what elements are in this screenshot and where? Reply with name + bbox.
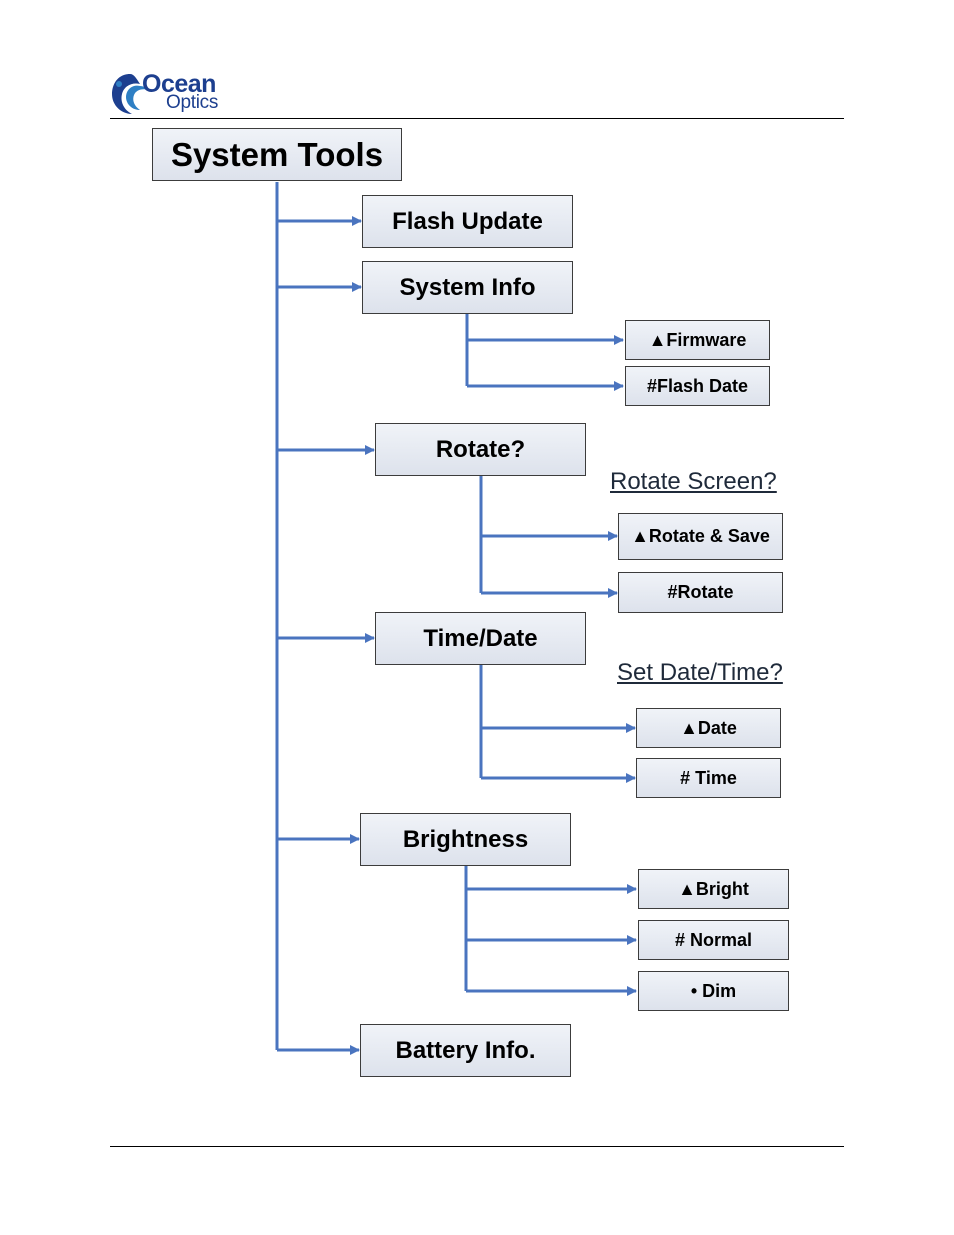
node-normal: # Normal xyxy=(638,920,789,960)
node-dim: • Dim xyxy=(638,971,789,1011)
node-time-date: Time/Date xyxy=(375,612,586,665)
node-battery-info: Battery Info. xyxy=(360,1024,571,1077)
node-rotate-save: ▲Rotate & Save xyxy=(618,513,783,560)
node-system-info: System Info xyxy=(362,261,573,314)
footer-rule xyxy=(110,1146,844,1147)
node-flash-update: Flash Update xyxy=(362,195,573,248)
node-brightness: Brightness xyxy=(360,813,571,866)
caption-set-date-time: Set Date/Time? xyxy=(617,659,783,687)
caption-rotate-screen: Rotate Screen? xyxy=(610,468,777,496)
node-rotate: Rotate? xyxy=(375,423,586,476)
node-bright: ▲Bright xyxy=(638,869,789,909)
node-time: # Time xyxy=(636,758,781,798)
node-date: ▲Date xyxy=(636,708,781,748)
node-system-tools: System Tools xyxy=(152,128,402,181)
node-rotate-only: #Rotate xyxy=(618,572,783,613)
node-flash-date: #Flash Date xyxy=(625,366,770,406)
node-firmware: ▲Firmware xyxy=(625,320,770,360)
